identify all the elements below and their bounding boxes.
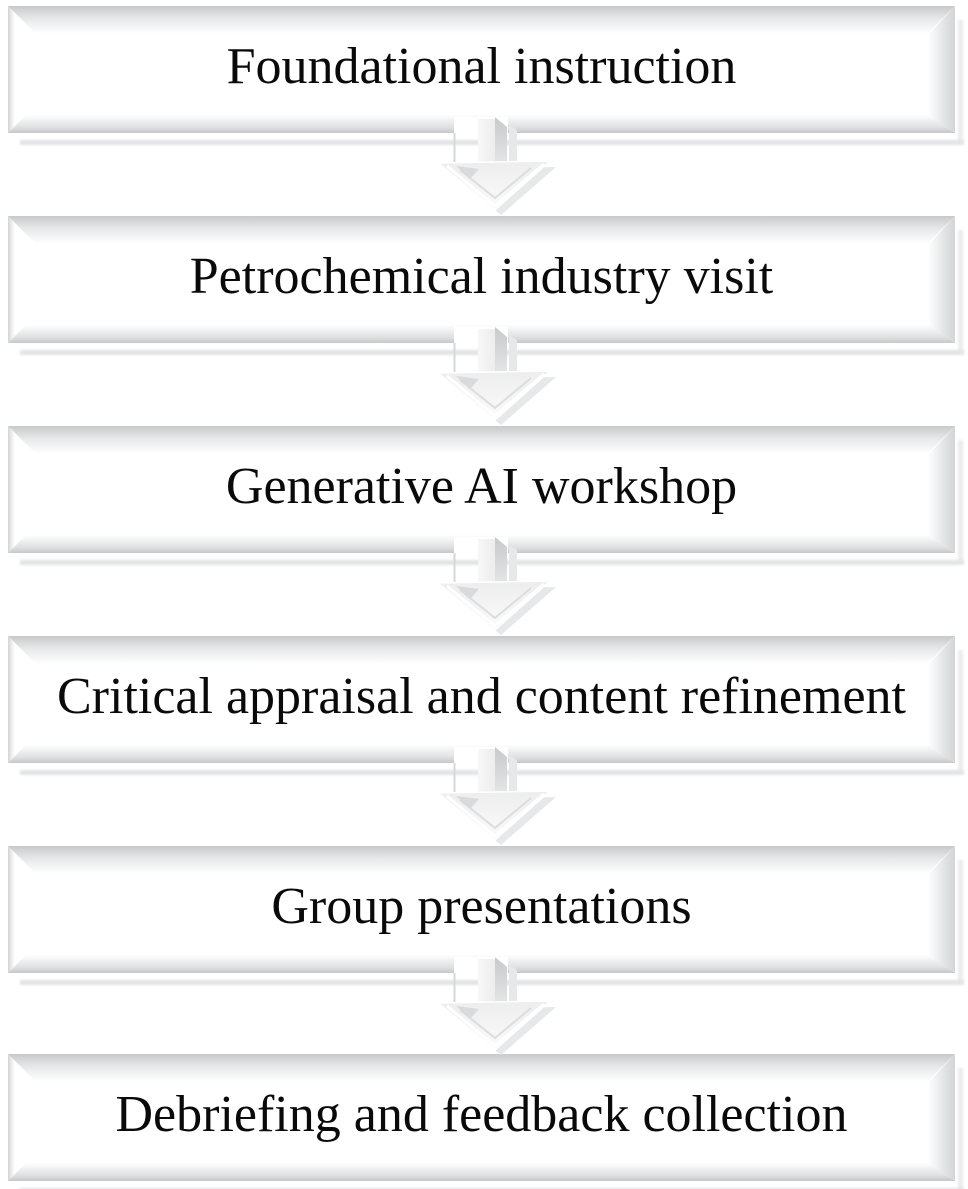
flow-step-3-label: Generative AI workshop [225,457,738,515]
down-arrow-icon [432,537,558,635]
down-arrow-icon [432,747,558,845]
flow-step-4-label: Critical appraisal and content refinemen… [57,667,906,725]
flow-step-4: Critical appraisal and content refinemen… [8,636,955,763]
flow-step-2-label: Petrochemical industry visit [189,247,774,305]
flow-step-5: Group presentations [8,846,955,973]
down-arrow-icon [432,327,558,425]
flow-step-3: Generative AI workshop [8,426,955,553]
flow-step-1-label: Foundational instruction [226,37,737,95]
flow-step-2: Petrochemical industry visit [8,216,955,343]
flow-step-6: Debriefing and feedback collection [8,1054,955,1181]
flow-step-1: Foundational instruction [8,6,955,133]
down-arrow-icon [432,957,558,1055]
flow-step-5-label: Group presentations [271,877,692,935]
down-arrow-icon [432,117,558,215]
flow-step-6-label: Debriefing and feedback collection [115,1085,848,1143]
